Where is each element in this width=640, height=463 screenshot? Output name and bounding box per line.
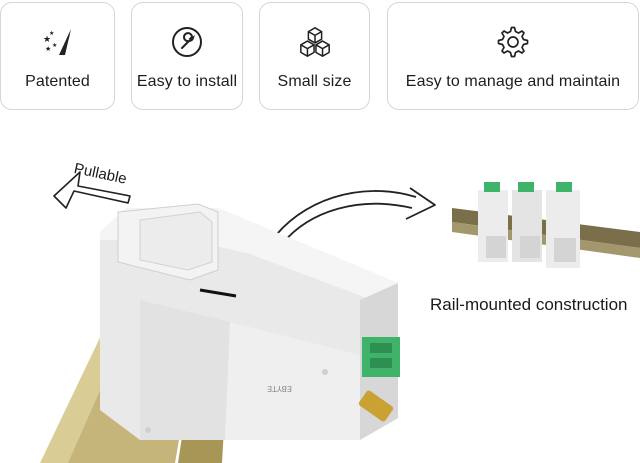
curved-arrow-icon	[269, 187, 436, 245]
wrench-icon	[170, 25, 204, 59]
svg-text:★: ★	[49, 30, 54, 37]
feature-card-easy-install: Easy to install	[131, 2, 243, 110]
rail-mounted-caption: Rail-mounted construction	[430, 295, 628, 314]
feature-card-manage-maintain: Easy to manage and maintain	[387, 2, 639, 110]
feature-label-manage-maintain: Easy to manage and maintain	[405, 73, 621, 90]
antenna-connector	[358, 390, 394, 422]
svg-text:★: ★	[43, 35, 51, 45]
svg-text:★: ★	[52, 42, 57, 49]
feature-label-easy-install: Easy to install	[136, 73, 238, 90]
product-illustration: EBYTE	[40, 171, 640, 463]
svg-text:★: ★	[45, 45, 51, 53]
feature-label-small-size: Small size	[277, 73, 352, 90]
svg-text:EBYTE: EBYTE	[267, 384, 292, 393]
pull-arrow-icon	[53, 171, 131, 209]
patent-star-icon: ★ ★ ★ ★	[41, 25, 75, 59]
cubes-icon	[298, 25, 332, 59]
gear-icon	[496, 25, 530, 59]
feature-card-small-size: Small size	[259, 2, 370, 110]
feature-label-patented: Patented	[25, 73, 90, 90]
terminal-block	[362, 337, 400, 377]
rail-photo	[452, 182, 640, 268]
feature-card-patented: ★ ★ ★ ★ Patented	[0, 2, 115, 110]
module-housing: EBYTE	[100, 203, 398, 440]
